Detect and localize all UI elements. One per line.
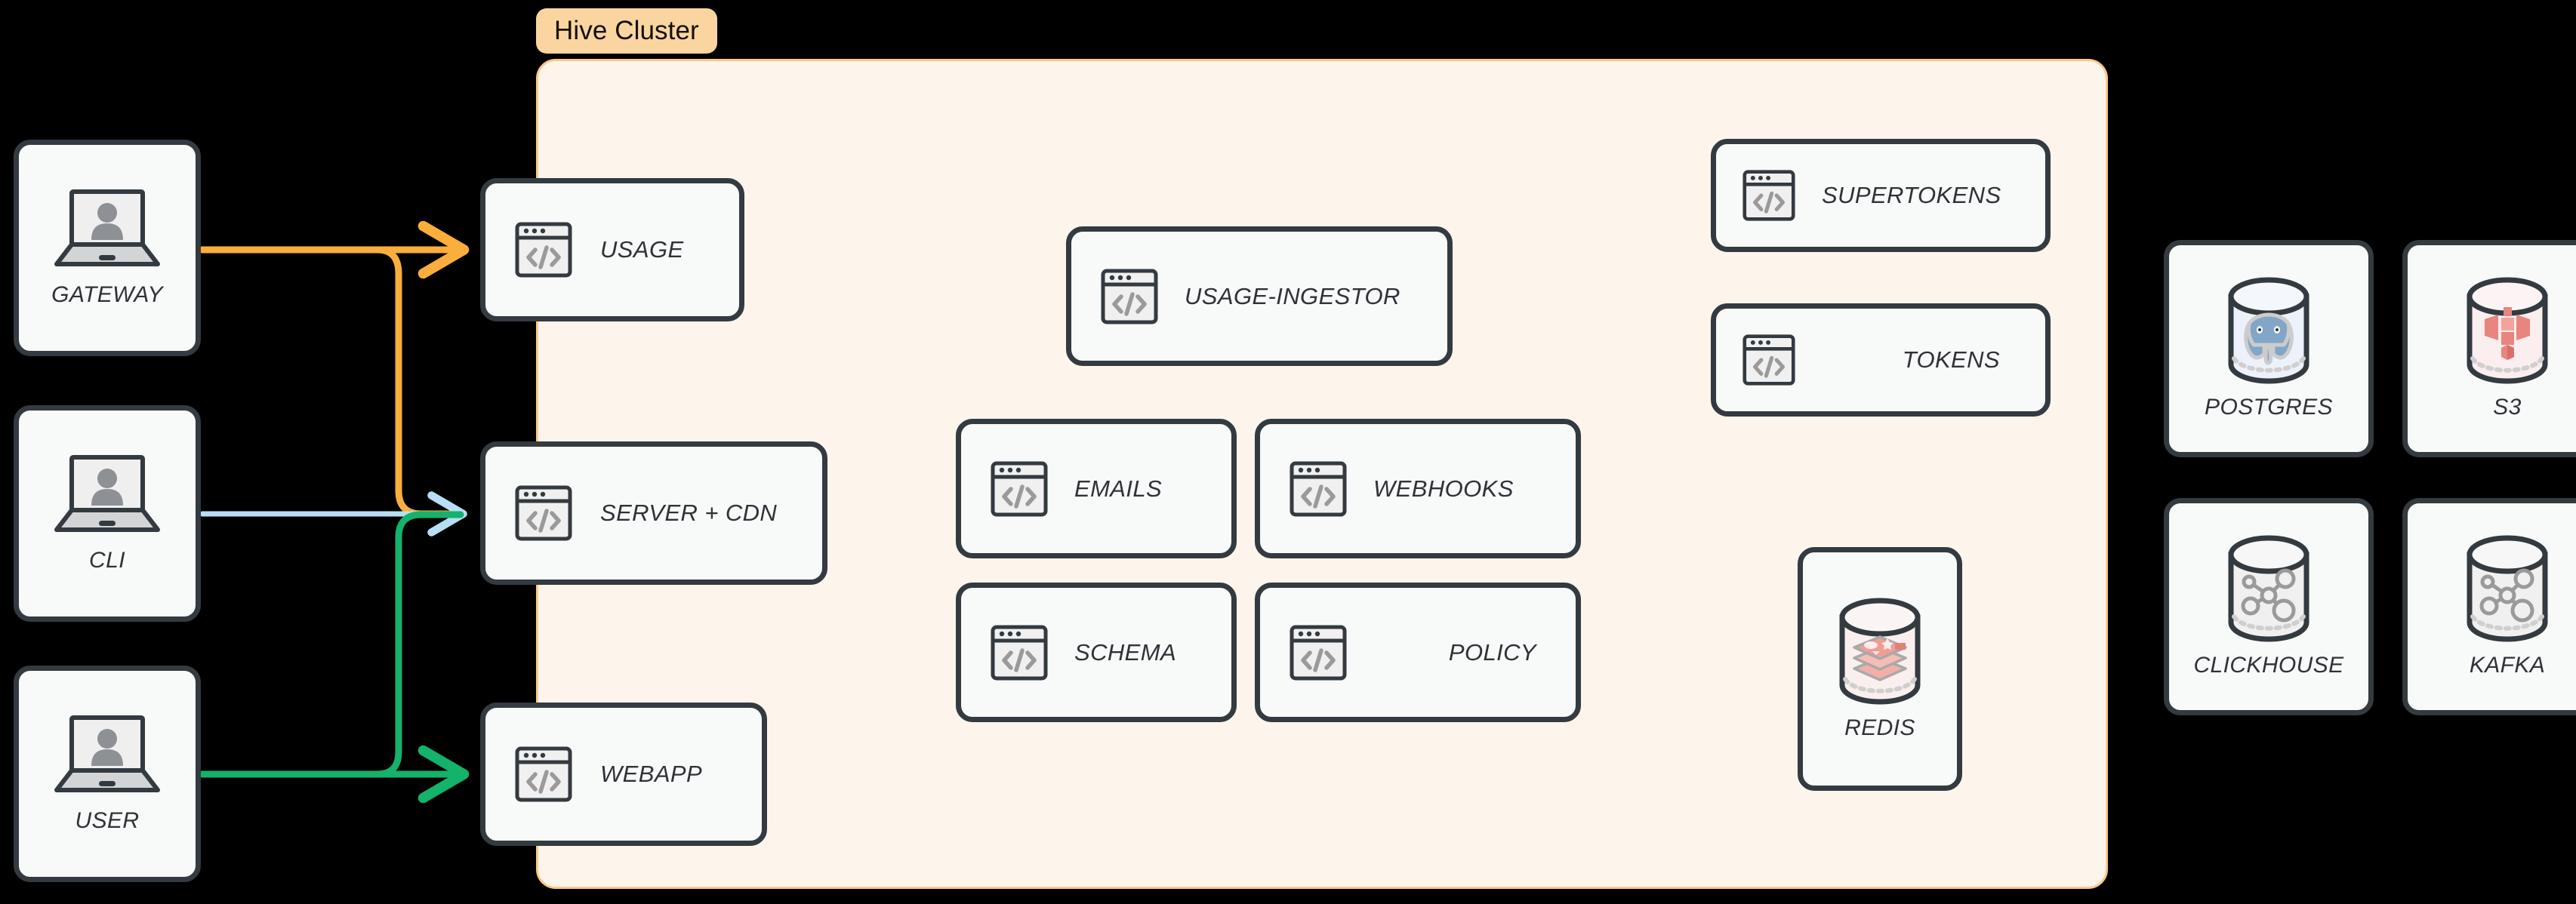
code-window-icon — [1742, 334, 1795, 386]
hive-cluster-badge-label: Hive Cluster — [554, 16, 699, 45]
node-kafka-label: KAFKA — [2469, 653, 2546, 678]
code-window-icon — [515, 746, 572, 802]
node-server-cdn[interactable]: SERVER + CDN — [480, 441, 827, 585]
node-schema-label: SCHEMA — [1074, 638, 1177, 666]
edge-user-server-cdn — [199, 511, 464, 778]
node-tokens-label: TOKENS — [1902, 346, 2000, 373]
node-user[interactable]: USER — [14, 666, 201, 882]
node-postgres-label: POSTGRES — [2205, 395, 2333, 420]
postgres-cylinder-icon — [2228, 277, 2309, 384]
node-user-label: USER — [75, 807, 140, 833]
hive-cluster-badge: Hive Cluster — [536, 8, 717, 54]
node-cli-label: CLI — [89, 547, 125, 573]
code-window-icon — [515, 485, 572, 541]
node-clickhouse-label: CLICKHOUSE — [2193, 653, 2344, 678]
edge-gateway-server-cdn — [199, 246, 464, 518]
node-clickhouse[interactable]: CLICKHOUSE — [2164, 498, 2374, 715]
laptop-user-icon — [54, 189, 160, 266]
code-window-icon — [1101, 269, 1158, 324]
node-cli[interactable]: CLI — [14, 405, 201, 622]
node-policy-label: POLICY — [1448, 638, 1536, 666]
node-webhooks[interactable]: WEBHOOKS — [1255, 419, 1581, 558]
node-webhooks-label: WEBHOOKS — [1373, 475, 1514, 502]
node-s3[interactable]: S3 — [2402, 240, 2576, 457]
node-gateway[interactable]: GATEWAY — [14, 140, 201, 356]
generic-cylinder-icon — [2228, 535, 2309, 642]
node-usage-ingestor-label: USAGE-INGESTOR — [1185, 282, 1400, 309]
laptop-user-icon — [54, 715, 160, 792]
code-window-icon — [991, 625, 1048, 680]
node-gateway-label: GATEWAY — [51, 281, 163, 307]
laptop-user-icon — [54, 454, 160, 532]
node-postgres[interactable]: POSTGRES — [2164, 240, 2374, 457]
node-webapp-label: WEBAPP — [600, 761, 703, 787]
node-emails-label: EMAILS — [1074, 475, 1163, 502]
node-policy[interactable]: POLICY — [1255, 583, 1581, 722]
node-s3-label: S3 — [2493, 395, 2522, 420]
code-window-icon — [1290, 461, 1347, 516]
generic-cylinder-icon — [2467, 535, 2548, 642]
node-tokens[interactable]: TOKENS — [1711, 303, 2051, 417]
node-redis-label: REDIS — [1844, 715, 1915, 740]
node-supertokens-label: SUPERTOKENS — [1822, 182, 2001, 208]
code-window-icon — [515, 222, 572, 278]
node-usage-label: USAGE — [600, 236, 684, 263]
s3-cylinder-icon — [2467, 277, 2548, 384]
node-usage-ingestor[interactable]: USAGE-INGESTOR — [1066, 226, 1453, 366]
node-redis[interactable]: REDIS — [1798, 547, 1962, 791]
code-window-icon — [1742, 170, 1795, 221]
node-supertokens[interactable]: SUPERTOKENS — [1711, 139, 2051, 252]
node-emails[interactable]: EMAILS — [956, 419, 1237, 558]
code-window-icon — [1290, 625, 1347, 680]
node-schema[interactable]: SCHEMA — [956, 583, 1237, 722]
node-server-cdn-label: SERVER + CDN — [600, 500, 778, 526]
node-webapp[interactable]: WEBAPP — [480, 703, 767, 846]
redis-cylinder-icon — [1839, 598, 1921, 704]
node-usage[interactable]: USAGE — [480, 178, 744, 321]
node-kafka[interactable]: KAFKA — [2402, 498, 2576, 715]
code-window-icon — [991, 461, 1048, 516]
